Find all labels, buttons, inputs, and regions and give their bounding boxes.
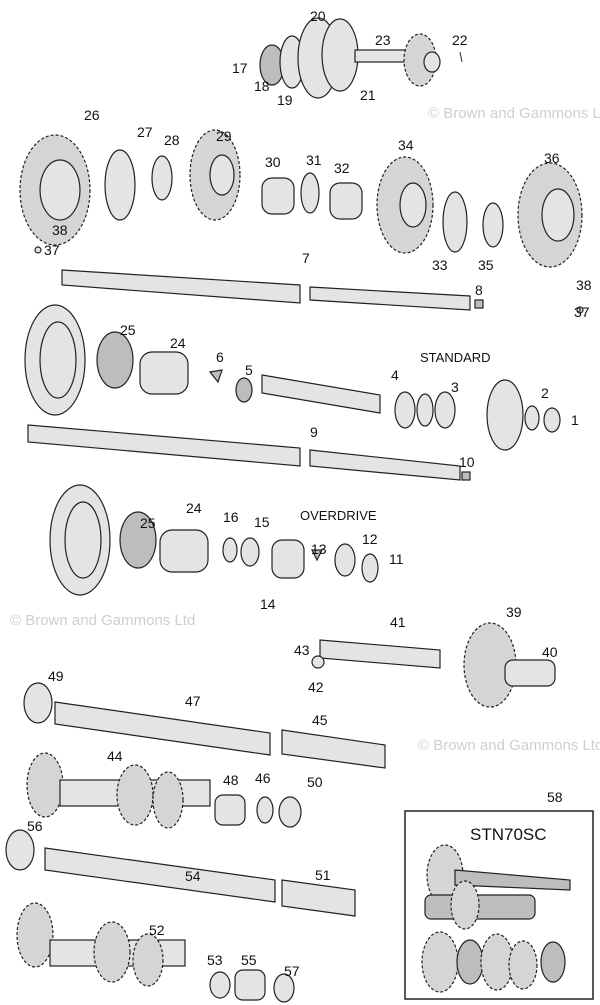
callout: 43 <box>294 642 310 658</box>
callout: 8 <box>475 282 483 298</box>
callout: 24 <box>170 335 186 351</box>
callout: 37 <box>574 304 590 320</box>
callout: 31 <box>306 152 322 168</box>
callout: 15 <box>254 514 270 530</box>
callout: 37 <box>44 242 60 258</box>
callout: 5 <box>245 362 253 378</box>
callout: 47 <box>185 693 201 709</box>
reverse-idler <box>311 622 556 708</box>
standard-label: STANDARD <box>420 350 491 365</box>
input-shaft-assembly <box>259 17 463 99</box>
callout: 25 <box>120 322 136 338</box>
mainshaft <box>61 269 484 311</box>
overdrive-mainshaft <box>27 424 471 481</box>
callout: 11 <box>389 551 404 567</box>
stn70sc-kit-box: STN70SC <box>404 810 594 1000</box>
callout: 13 <box>311 541 327 557</box>
watermark: © Brown and Gammons Ltd <box>428 105 600 122</box>
callout: 51 <box>315 867 331 883</box>
callout: 18 <box>254 78 270 94</box>
callout: 42 <box>308 679 324 695</box>
watermark: © Brown and Gammons Ltd <box>418 737 600 754</box>
callout: 46 <box>255 770 271 786</box>
callout: 58 <box>547 789 563 805</box>
callout: 7 <box>302 250 310 266</box>
callout: 39 <box>506 604 522 620</box>
watermark: © Brown and Gammons Ltd <box>10 612 195 629</box>
callout: 57 <box>284 963 300 979</box>
callout: 56 <box>27 818 43 834</box>
callout: 9 <box>310 424 318 440</box>
callout: 41 <box>390 614 406 630</box>
callout: 2 <box>541 385 549 401</box>
callout: 36 <box>544 150 560 166</box>
callout: 23 <box>375 32 391 48</box>
callout: 45 <box>312 712 328 728</box>
callout: 16 <box>223 509 239 525</box>
callout: 22 <box>452 32 468 48</box>
callout: 4 <box>391 367 399 383</box>
callout: 19 <box>277 92 293 108</box>
callout: 50 <box>307 774 323 790</box>
callout: 17 <box>232 60 248 76</box>
callout: 32 <box>334 160 350 176</box>
callout: 38 <box>576 277 592 293</box>
kit-part-number: STN70SC <box>470 825 547 844</box>
overdrive-section <box>49 484 379 596</box>
callout: 49 <box>48 668 64 684</box>
callout: 38 <box>52 222 68 238</box>
callout: 40 <box>542 644 558 660</box>
callout: 34 <box>398 137 414 153</box>
callout: 1 <box>571 412 579 428</box>
callout: 52 <box>149 922 165 938</box>
callout: 12 <box>362 531 378 547</box>
callout: 33 <box>432 257 448 273</box>
callouts: 20 23 22 17 18 19 21 26 27 28 29 30 31 3… <box>27 8 592 979</box>
callout: 21 <box>360 87 376 103</box>
callout: 53 <box>207 952 223 968</box>
watermark-layer: © Brown and Gammons Ltd © Brown and Gamm… <box>10 105 600 754</box>
standard-section <box>24 304 561 451</box>
layshaft-section <box>5 682 386 1003</box>
callout: 6 <box>216 349 224 365</box>
callout: 55 <box>241 952 257 968</box>
callout: 29 <box>216 128 232 144</box>
callout: 24 <box>186 500 202 516</box>
callout: 48 <box>223 772 239 788</box>
callout: 44 <box>107 748 123 764</box>
callout: 27 <box>137 124 153 140</box>
mainshaft-gears <box>19 129 584 314</box>
callout: 26 <box>84 107 100 123</box>
callout: 54 <box>185 868 201 884</box>
callout: 10 <box>459 454 475 470</box>
callout: 35 <box>478 257 494 273</box>
callout: 3 <box>451 379 459 395</box>
callout: 30 <box>265 154 281 170</box>
callout: 14 <box>260 596 276 612</box>
callout: 20 <box>310 8 326 24</box>
callout: 28 <box>164 132 180 148</box>
overdrive-label: OVERDRIVE <box>300 508 377 523</box>
callout: 25 <box>140 515 156 531</box>
